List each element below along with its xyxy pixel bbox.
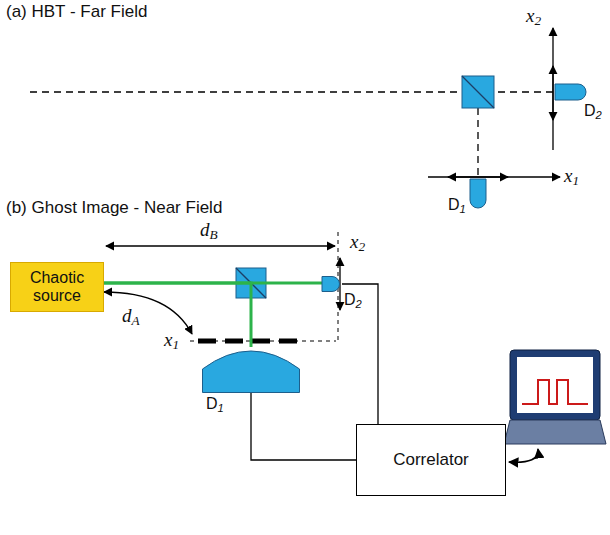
distance-arrow [106,245,335,246]
axis-label: x1 [164,330,179,353]
detector [470,179,486,208]
axis-label: x2 [350,232,365,255]
axis-label: x1 [564,166,579,189]
detector-axis [552,28,553,150]
scan-arrow [448,176,508,177]
data-link-arrow [509,449,538,462]
computer [504,350,606,444]
distance-label: dB [200,220,218,243]
node-text: Correlator [393,450,469,470]
bucket-detector-shape [202,347,300,393]
detector [555,84,586,100]
bucket-detector: D1 [202,347,300,393]
axis-label: x2 [526,6,541,29]
distance-arrow [104,292,192,334]
source-box: Chaotic source [10,262,104,312]
node-text: Chaotic source [17,269,97,306]
detector-axis [428,176,560,177]
panel-title: (a) HBT - Far Field [6,3,147,22]
scan-arrow [552,66,553,120]
distance-label: dA [122,306,140,329]
detector-label: D1 [206,395,224,414]
detector-label: D1 [448,196,466,215]
detector-label: D2 [344,291,362,310]
detector-shape [322,276,340,292]
optical-axis [477,108,478,176]
signal-wire [251,393,356,460]
beam-splitter [462,76,494,108]
correlator-box: Correlator [356,424,506,496]
detector: D2 [322,276,340,292]
detector-label: D2 [584,102,602,121]
panel-title: (b) Ghost Image - Near Field [6,199,222,218]
plane-marker [190,341,336,342]
signal-wire [342,284,378,424]
